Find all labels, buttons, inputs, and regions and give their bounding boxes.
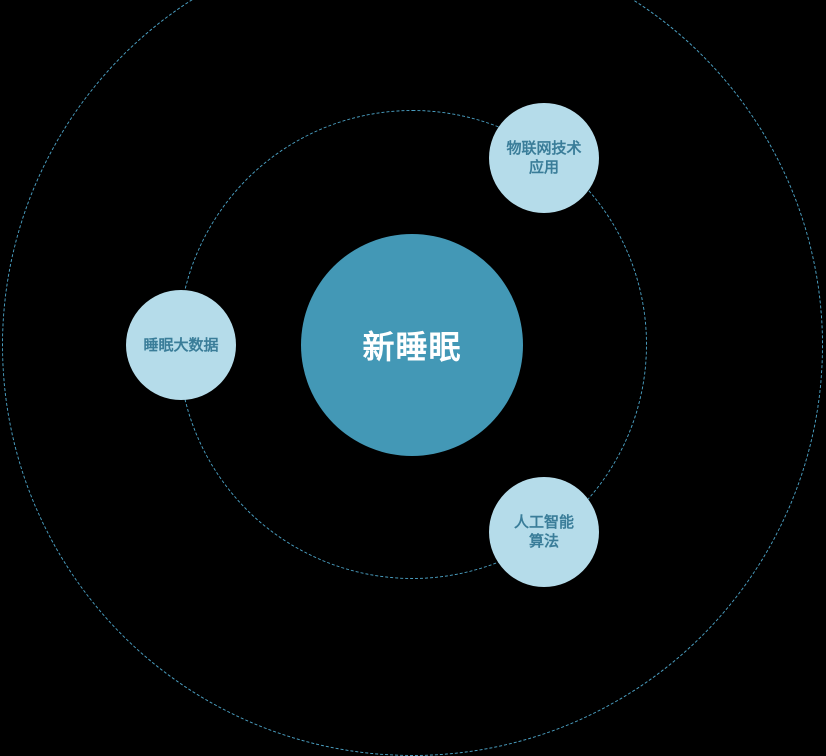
node-sleep-big-data: 睡眠大数据 — [126, 290, 236, 400]
node-iot-application: 物联网技术 应用 — [489, 103, 599, 213]
node-ai-algorithm: 人工智能 算法 — [489, 477, 599, 587]
node-label: 人工智能 算法 — [513, 513, 574, 550]
node-label: 物联网技术 应用 — [506, 139, 582, 176]
center-node-label: 新睡眠 — [362, 328, 462, 366]
node-label: 睡眠大数据 — [143, 335, 219, 354]
center-node-new-sleep: 新睡眠 — [301, 234, 523, 456]
